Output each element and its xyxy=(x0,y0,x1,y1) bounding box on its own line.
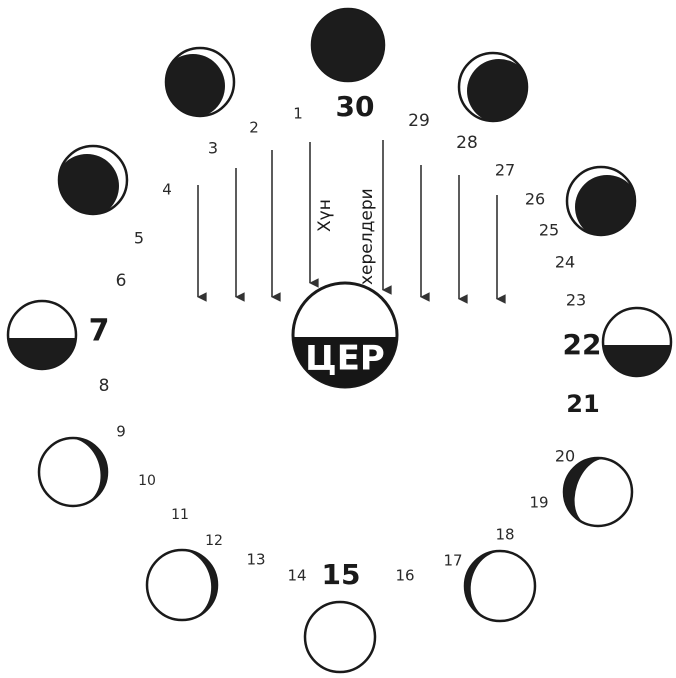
moon-waning-crescent-26 xyxy=(567,167,639,239)
day-number: 26 xyxy=(525,190,545,209)
day-number: 20 xyxy=(555,447,575,466)
earth-label: ЦЕР xyxy=(305,339,385,379)
day-number: 1 xyxy=(293,105,303,123)
day-number: 23 xyxy=(566,291,586,310)
moon-new xyxy=(312,9,384,81)
day-number: 14 xyxy=(287,567,306,585)
day-number: 2 xyxy=(249,119,259,137)
moon-waning-gibbous-17 xyxy=(458,544,535,621)
day-number: 17 xyxy=(443,552,462,570)
day-number: 19 xyxy=(529,494,548,512)
day-number: 21 xyxy=(566,390,599,418)
day-number: 25 xyxy=(539,221,559,240)
day-number: 8 xyxy=(99,376,110,396)
day-number: 28 xyxy=(456,133,478,153)
day-number: 4 xyxy=(162,181,172,199)
day-number: 3 xyxy=(208,139,218,158)
day-number: 9 xyxy=(116,423,126,441)
day-number: 7 xyxy=(89,314,110,349)
day-number: 16 xyxy=(395,567,414,585)
day-number: 15 xyxy=(322,558,361,591)
day-number: 30 xyxy=(336,90,375,123)
moon-waxing-gibbous-12 xyxy=(147,544,223,620)
day-number: 18 xyxy=(495,526,514,544)
sun-rays-label-line1: Хүн xyxy=(315,199,335,232)
day-number: 24 xyxy=(555,253,575,272)
day-number: 13 xyxy=(246,551,265,569)
moon-full xyxy=(305,602,375,672)
day-number: 22 xyxy=(563,328,602,361)
day-number: 12 xyxy=(205,533,223,549)
earth: ЦЕР xyxy=(290,283,402,397)
day-number: 6 xyxy=(116,271,127,291)
day-number: 11 xyxy=(171,507,189,523)
moon-waning-crescent-28 xyxy=(459,53,531,123)
sun-rays xyxy=(198,140,497,299)
moon-waxing-crescent-3 xyxy=(161,48,234,118)
moon-waxing-gibbous-9 xyxy=(39,430,115,506)
day-number: 27 xyxy=(495,161,515,180)
moon-last-quarter xyxy=(601,308,673,385)
moon-first-quarter xyxy=(6,301,78,378)
day-number: 5 xyxy=(134,229,144,248)
moon-waxing-crescent-4 xyxy=(55,146,127,218)
day-number: 29 xyxy=(408,111,430,131)
sun-rays-label-line2: херелдери xyxy=(357,188,377,285)
day-number: 10 xyxy=(138,473,156,489)
